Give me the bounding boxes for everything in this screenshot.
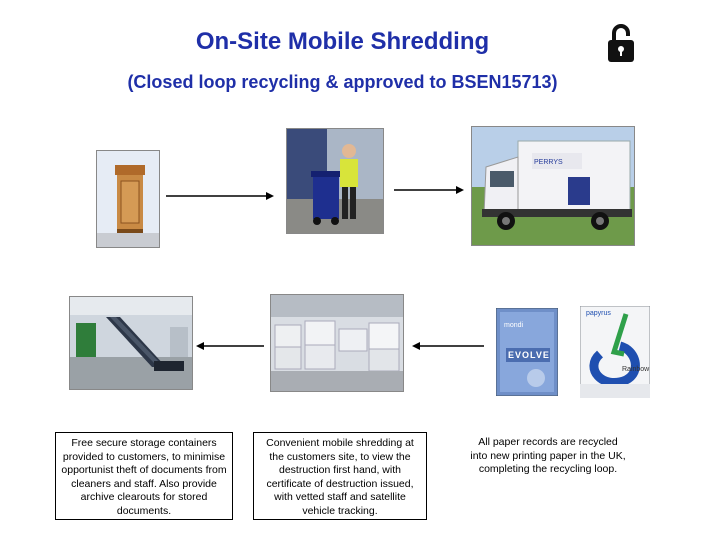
baler-facility-photo (69, 296, 193, 390)
recycling-caption: All paper records are recycled into new … (466, 432, 630, 496)
page-title: On-Site Mobile Shredding (0, 28, 685, 56)
shredding-truck-photo: PERRYS (471, 126, 635, 246)
flow-arrow (412, 340, 484, 352)
worker-with-bin-photo (286, 128, 384, 234)
evolve-paper-product: mondi EVOLVE (496, 308, 558, 396)
paper-bales-photo (270, 294, 404, 392)
flow-arrow (166, 190, 274, 202)
rainbow-paper-product: papyrus Rainbow (580, 306, 650, 398)
mobile-shredding-caption: Convenient mobile shredding at the custo… (253, 432, 427, 520)
storage-cabinet-photo (96, 150, 160, 248)
rainbow-product-label: Rainbow (622, 366, 649, 373)
evolve-brand-label: mondi (504, 322, 523, 329)
page-subtitle: (Closed loop recycling & approved to BSE… (0, 72, 685, 93)
storage-caption: Free secure storage containers provided … (55, 432, 233, 520)
rainbow-brand-label: papyrus (586, 310, 611, 317)
flow-arrow (394, 184, 464, 196)
svg-text:PERRYS: PERRYS (534, 159, 563, 166)
evolve-product-label: EVOLVE (508, 350, 550, 360)
flow-arrow (196, 340, 264, 352)
open-padlock-icon (606, 22, 636, 64)
